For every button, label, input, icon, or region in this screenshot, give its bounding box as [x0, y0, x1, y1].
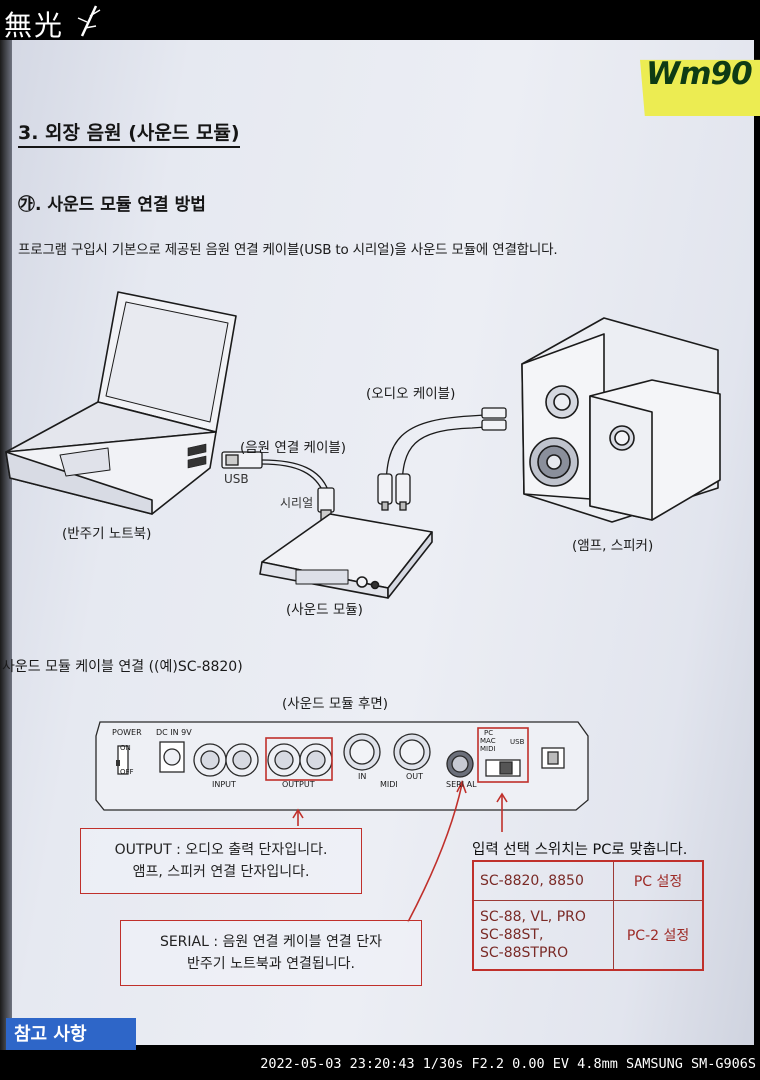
watermark-logo: 無光: [4, 9, 65, 42]
output-note-box: OUTPUT : 오디오 출력 단자입니다. 앰프, 스피커 연결 단자입니다.: [80, 828, 362, 894]
midi-label: MIDI: [380, 780, 398, 789]
switch-mac-label: MAC: [480, 737, 496, 745]
switch-note: 입력 선택 스위치는 PC로 맞춥니다.: [472, 842, 688, 858]
table-cell-model: SC-88, VL, PRO SC-88ST, SC-88STPRO: [472, 900, 615, 971]
model-line: SC-8820, 8850: [480, 873, 584, 889]
speaker-label: (앰프, 스피커): [572, 538, 654, 554]
source-cable-label: (음원 연결 케이블): [240, 440, 347, 456]
serial-label: 시리얼: [280, 496, 314, 510]
serial-note-box: SERIAL : 음원 연결 케이블 연결 단자 반주기 노트북과 연결됩니다.: [120, 920, 422, 986]
table-cell-model: SC-8820, 8850: [472, 860, 615, 901]
usb-label: USB: [224, 472, 249, 486]
serial-port-label: SERI AL: [446, 780, 477, 789]
switch-pc-label: PC: [484, 729, 494, 737]
model-line: SC-88ST,: [480, 927, 544, 943]
sound-module-illustration: [259, 513, 433, 599]
midi-in-label: IN: [358, 772, 367, 781]
callout-highlights: [265, 727, 529, 923]
serial-note-line2: 반주기 노트북과 연결됩니다.: [187, 956, 355, 972]
usb-cable-illustration: [221, 451, 335, 521]
switch-setting-table: SC-8820, 8850 PC 설정 SC-88, VL, PRO SC-88…: [472, 860, 704, 971]
model-tag-band: [640, 59, 760, 116]
switch-midi-label: MIDI: [480, 745, 496, 753]
reference-tab: 참고 사항: [6, 1018, 136, 1050]
table-cell-setting: PC-2 설정: [613, 900, 704, 971]
section-heading: 3. 외장 음원 (사운드 모듈): [18, 118, 240, 148]
intro-text: 프로그램 구입시 기본으로 제공된 음원 연결 케이블(USB to 시리얼)을…: [18, 242, 558, 258]
page-edge-shadow: [0, 40, 12, 1050]
table-cell-setting: PC 설정: [613, 860, 704, 901]
dc-in-label: DC IN 9V: [156, 728, 192, 737]
input-label: INPUT: [212, 780, 236, 789]
on-label: ON: [120, 744, 131, 752]
rear-panel-illustration: [95, 721, 589, 811]
audio-cable-illustration: [377, 407, 507, 511]
module-label: (사운드 모듈): [286, 602, 363, 618]
switch-usb-label: USB: [510, 738, 525, 746]
output-note-line1: OUTPUT : 오디오 출력 단자입니다.: [114, 842, 328, 858]
laptop-label: (반주기 노트북): [62, 526, 152, 542]
laptop-illustration: [5, 291, 237, 515]
rear-panel-title: (사운드 모듈 후면): [282, 696, 389, 712]
table-row: SC-88, VL, PRO SC-88ST, SC-88STPRO PC-2 …: [472, 900, 704, 971]
model-tag-text: Wm90: [646, 56, 753, 92]
model-line: SC-88STPRO: [480, 945, 569, 961]
output-note-line2: 앰프, 스피커 연결 단자입니다.: [132, 864, 310, 880]
power-label: POWER: [112, 728, 142, 737]
serial-note-line1: SERIAL : 음원 연결 케이블 연결 단자: [159, 934, 383, 950]
midi-out-label: OUT: [406, 772, 424, 781]
off-label: OFF: [120, 768, 134, 776]
speaker-illustration: [521, 317, 721, 523]
output-label: OUTPUT: [282, 780, 315, 789]
audio-cable-label: (오디오 케이블): [366, 386, 456, 402]
rear-panel-caption: 사운드 모듈 케이블 연결 ((예)SC-8820): [2, 659, 243, 675]
subsection-heading: ㉮. 사운드 모듈 연결 방법: [18, 195, 206, 215]
bamboo-logo-icon: [77, 5, 101, 37]
model-line: SC-88, VL, PRO: [480, 909, 586, 925]
table-row: SC-8820, 8850 PC 설정: [472, 860, 704, 901]
exif-timestamp: 2022-05-03 23:20:43 1/30s F2.2 0.00 EV 4…: [260, 1056, 756, 1072]
